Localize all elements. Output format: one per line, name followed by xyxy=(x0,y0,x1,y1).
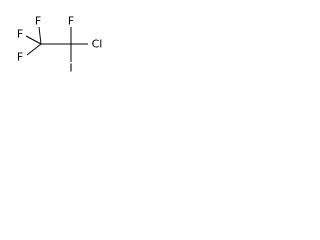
atom-i: I xyxy=(69,62,72,75)
atom-f-top-right: F xyxy=(68,15,74,28)
atom-f-lower-left: F xyxy=(17,51,23,64)
bond-c1-f-top xyxy=(38,26,42,45)
bond-c1-f-lower-left xyxy=(26,43,42,56)
atom-f-top-left: F xyxy=(35,15,41,28)
structure-canvas: F F F F Cl I xyxy=(0,0,125,96)
atom-labels: F F F F Cl I xyxy=(17,15,103,75)
atom-f-upper-left: F xyxy=(17,28,23,41)
molecule-drawing: F F F F Cl I xyxy=(17,15,103,75)
bonds xyxy=(25,26,88,62)
atom-cl: Cl xyxy=(92,38,103,51)
bond-c1-f-upper-left xyxy=(25,35,42,45)
